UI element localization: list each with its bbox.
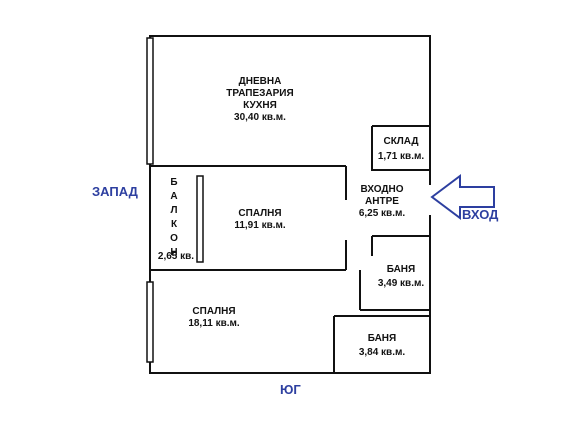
bath1-wall [360, 235, 430, 311]
bedroom1-label: СПАЛНЯ 11,91 кв.м. [234, 208, 286, 231]
south-label: ЮГ [280, 382, 301, 397]
living-window [146, 37, 154, 165]
balcony-area: 2,65 кв. [157, 251, 195, 262]
outer-wall [149, 35, 431, 374]
west-label: ЗАПАД [92, 184, 138, 199]
bedroom2-window [146, 281, 154, 363]
bath2-label: БАНЯ 3,84 кв.м. [358, 333, 406, 358]
balcony-vertical-label: Б А Л К О Н [170, 177, 178, 258]
bedroom2-label: СПАЛНЯ 18,11 кв.м. [188, 306, 240, 329]
bath2-wall [333, 315, 430, 373]
windows [146, 37, 204, 363]
entry-arrow-icon [430, 174, 495, 220]
entry-label: ВХОД [462, 207, 499, 222]
bath1-label: БАНЯ 3,49 кв.м. [377, 264, 425, 289]
walls [149, 35, 431, 374]
balcony-door [196, 175, 204, 263]
living-room-label: ДНЕВНА ТРАПЕЗАРИЯ КУХНЯ 30,40 кв.м. [226, 76, 294, 123]
storage-label: СКЛАД 1,71 кв.м. [377, 136, 425, 162]
entrance-label: ВХОДНО АНТРЕ 6,25 кв.м. [358, 184, 406, 219]
storage-wall [371, 125, 430, 171]
